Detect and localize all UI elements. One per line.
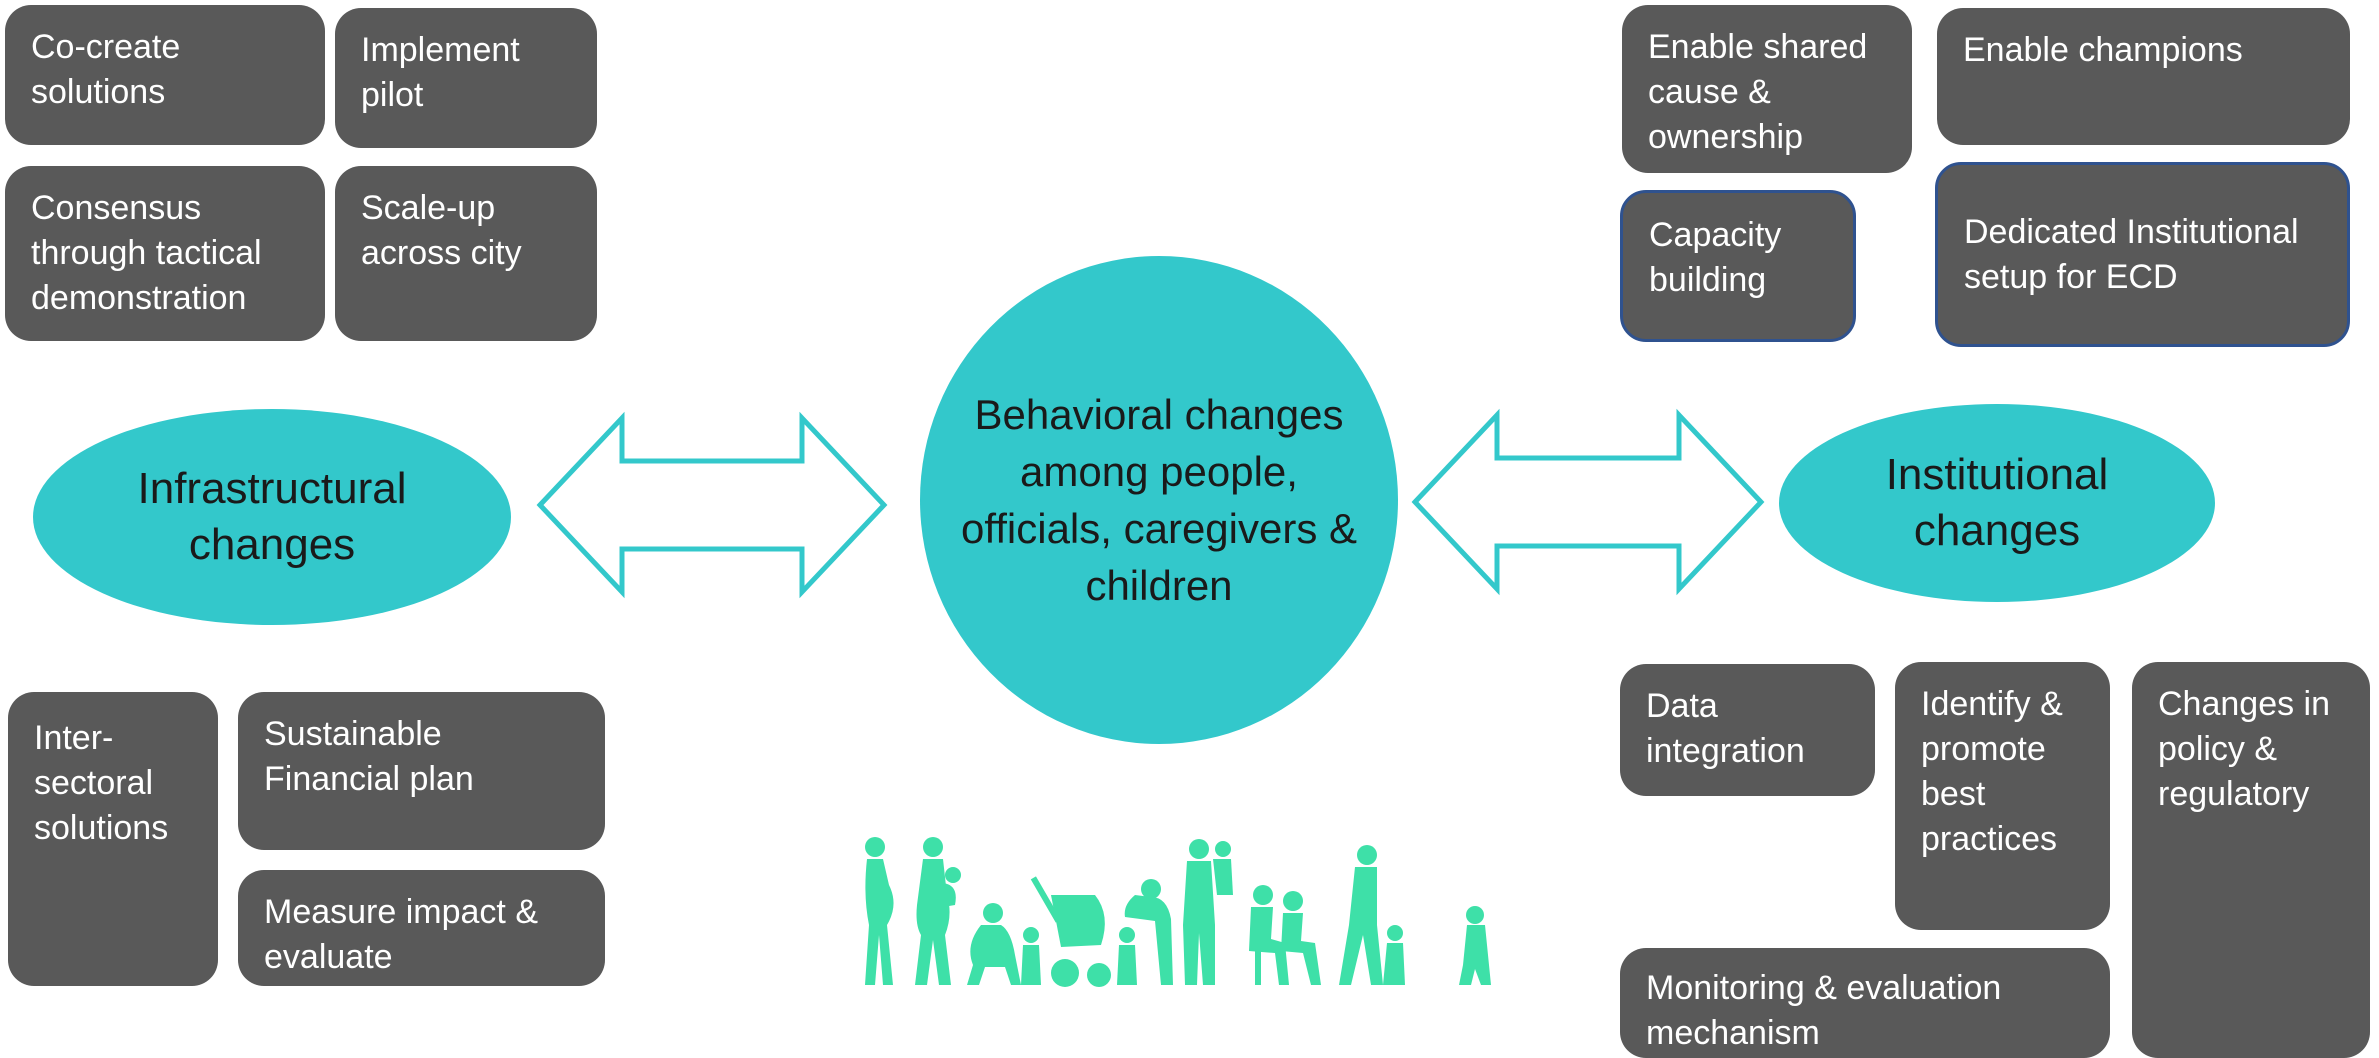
box-sustainable-financial-plan: Sustainable Financial plan (238, 692, 605, 850)
behavioral-changes-label: Behavioral changes among people, officia… (960, 391, 1358, 609)
box-co-create-solutions: Co-create solutions (5, 5, 325, 145)
behavioral-changes-node: Behavioral changes among people, officia… (920, 256, 1398, 744)
walking-adult-silhouette (1339, 845, 1405, 985)
stroller-silhouette (1030, 876, 1111, 987)
crouching-adult-silhouette (967, 903, 1041, 985)
box-implement-pilot: Implement pilot (335, 8, 597, 148)
box-enable-champions: Enable champions (1937, 8, 2350, 145)
seated-couple-silhouette (1249, 885, 1321, 985)
box-inter-sectoral-solutions: Inter-sectoral solutions (8, 692, 218, 986)
institutional-changes-node: Institutional changes (1779, 404, 2215, 602)
box-dedicated-institutional-setup: Dedicated Institutional setup for ECD (1935, 162, 2350, 347)
double-arrow-icon (1411, 408, 1765, 596)
box-identify-promote-best-practices: Identify & promote best practices (1895, 662, 2110, 930)
toddler-silhouette (1459, 906, 1491, 985)
box-measure-impact-evaluate: Measure impact & evaluate (238, 870, 605, 986)
woman-with-baby-silhouette (915, 837, 961, 985)
adult-carrying-child-silhouette (1183, 839, 1233, 985)
box-consensus-tactical-demonstration: Consensus through tactical demonstration (5, 166, 325, 341)
box-scale-up-across-city: Scale-up across city (335, 166, 597, 341)
box-data-integration: Data integration (1620, 664, 1875, 796)
pregnant-woman-silhouette (865, 837, 894, 985)
institutional-changes-label: Institutional changes (1885, 450, 2109, 555)
box-changes-in-policy-regulatory: Changes in policy & regulatory (2132, 662, 2370, 1058)
family-silhouettes-illustration (865, 837, 1491, 987)
double-arrow-icon (536, 411, 888, 599)
box-capacity-building: Capacity building (1620, 190, 1856, 342)
bending-adult-silhouette (1117, 879, 1173, 985)
box-enable-shared-cause: Enable shared cause & ownership (1622, 5, 1912, 173)
infrastructural-changes-label: Infrastructural changes (137, 464, 407, 569)
infrastructural-changes-node: Infrastructural changes (33, 409, 511, 625)
box-monitoring-evaluation-mechanism: Monitoring & evaluation mechanism (1620, 948, 2110, 1058)
